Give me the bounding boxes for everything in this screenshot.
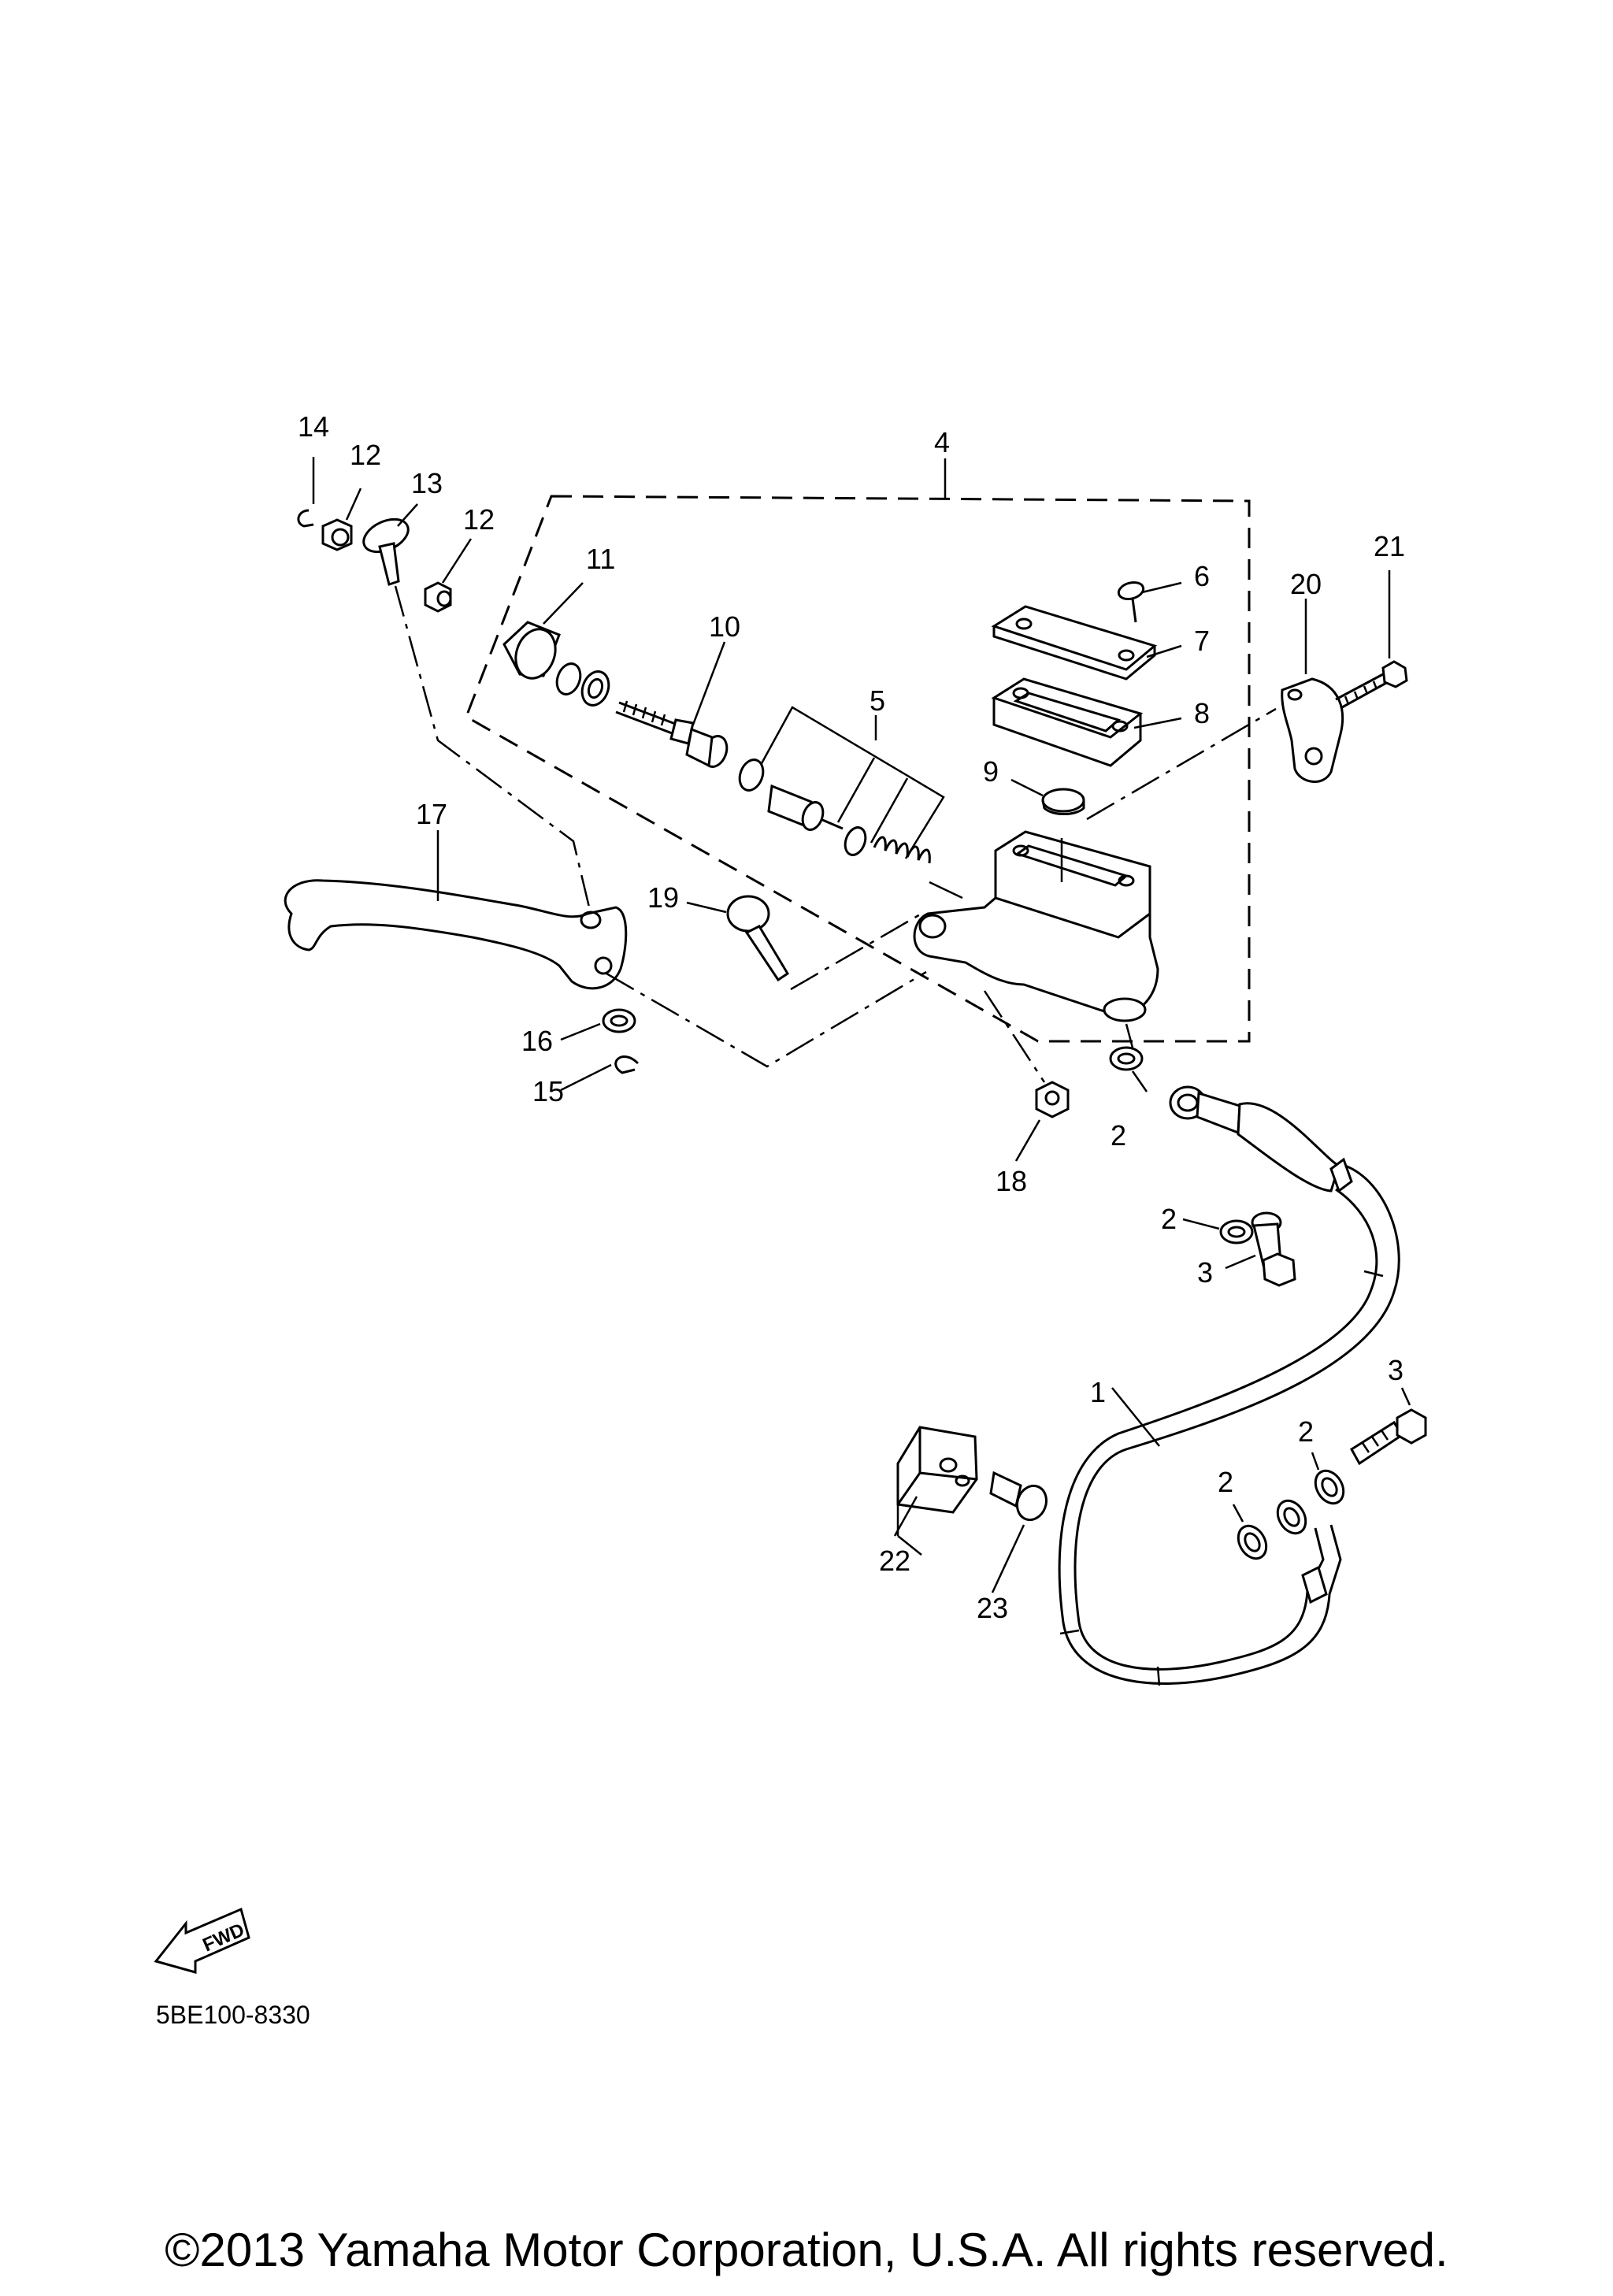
part-2-washer-upper bbox=[1109, 1023, 1148, 1092]
callout-labels: 14 12 13 12 4 11 10 6 21 20 7 8 5 9 17 1… bbox=[298, 410, 1405, 1624]
callout-22: 22 bbox=[879, 1545, 910, 1577]
diagram-code: 5BE100-8330 bbox=[156, 2001, 310, 2029]
callout-9: 9 bbox=[983, 755, 999, 788]
callout-5: 5 bbox=[870, 684, 885, 717]
callout-2-middle: 2 bbox=[1161, 1203, 1177, 1235]
part-16-washer bbox=[560, 1008, 636, 1041]
callout-10: 10 bbox=[709, 610, 740, 643]
part-8-diaphragm bbox=[991, 677, 1182, 767]
part-18-nut bbox=[1014, 1081, 1070, 1162]
assembly-line-19 bbox=[790, 912, 922, 991]
assembly-line-pivot-bolt bbox=[394, 585, 592, 914]
part-10-push-rod bbox=[615, 641, 729, 768]
callout-2-upper: 2 bbox=[1111, 1119, 1126, 1152]
part-7-reservoir-cap bbox=[991, 605, 1182, 681]
callout-14: 14 bbox=[298, 410, 329, 443]
callout-12-right: 12 bbox=[463, 503, 495, 536]
part-13-pivot-bolt bbox=[362, 503, 418, 586]
copyright-notice: ©2013 Yamaha Motor Corporation, U.S.A. A… bbox=[165, 2224, 1448, 2276]
part-17-clutch-lever bbox=[284, 830, 628, 990]
callout-19: 19 bbox=[647, 881, 679, 914]
part-19-pivot-bolt bbox=[686, 895, 790, 982]
circlip-and-washer bbox=[555, 662, 610, 707]
part-2-washer-right bbox=[1311, 1452, 1345, 1505]
callout-7: 7 bbox=[1194, 625, 1210, 657]
part-5-piston-kit bbox=[738, 706, 963, 899]
assembly-line-20 bbox=[1086, 707, 1277, 821]
callout-2-left: 2 bbox=[1218, 1466, 1233, 1498]
part-22-hose-guide bbox=[893, 1426, 978, 1556]
part-12-nut-left bbox=[321, 488, 362, 551]
part-11-dust-boot bbox=[502, 582, 584, 680]
callout-17: 17 bbox=[416, 798, 447, 830]
callout-1: 1 bbox=[1090, 1376, 1106, 1408]
part-1-clutch-hose bbox=[1058, 1085, 1400, 1686]
master-cylinder-body bbox=[913, 830, 1159, 1022]
assembly-line-lever-to-body bbox=[606, 970, 927, 1068]
callout-2-right: 2 bbox=[1298, 1415, 1314, 1448]
fwd-direction-arrow: FWD bbox=[154, 1907, 250, 1974]
part-6-screw bbox=[1117, 580, 1182, 623]
callout-13: 13 bbox=[411, 467, 443, 499]
callout-3-lower: 3 bbox=[1388, 1354, 1403, 1386]
part-14-clip bbox=[297, 457, 315, 528]
part-20-clamp-holder bbox=[1281, 599, 1344, 783]
part-21-clamp-bolt bbox=[1335, 570, 1408, 709]
callout-18: 18 bbox=[996, 1165, 1027, 1197]
callout-4: 4 bbox=[934, 426, 950, 458]
part-15-circlip bbox=[560, 1055, 640, 1092]
callout-23: 23 bbox=[977, 1592, 1008, 1624]
callout-16: 16 bbox=[521, 1025, 553, 1057]
part-3-union-bolt-upper bbox=[1225, 1211, 1296, 1287]
callout-11: 11 bbox=[586, 543, 615, 575]
part-2-washer-left bbox=[1232, 1504, 1268, 1560]
part-3-union-bolt-lower bbox=[1349, 1387, 1427, 1466]
callout-8: 8 bbox=[1194, 697, 1210, 729]
assembly-boundary-dashed bbox=[465, 495, 1251, 1043]
callout-6: 6 bbox=[1194, 560, 1210, 592]
part-9-float bbox=[1010, 778, 1085, 815]
part-2-washer-middle bbox=[1182, 1218, 1254, 1244]
callout-3-upper: 3 bbox=[1197, 1256, 1213, 1289]
assembly-line-18 bbox=[983, 990, 1046, 1083]
callout-20: 20 bbox=[1290, 568, 1322, 600]
part-23-screw bbox=[989, 1471, 1048, 1593]
callout-12-left: 12 bbox=[350, 439, 381, 471]
callout-21: 21 bbox=[1374, 530, 1405, 562]
callout-15: 15 bbox=[532, 1075, 564, 1107]
part-12-nut-right bbox=[424, 538, 473, 613]
